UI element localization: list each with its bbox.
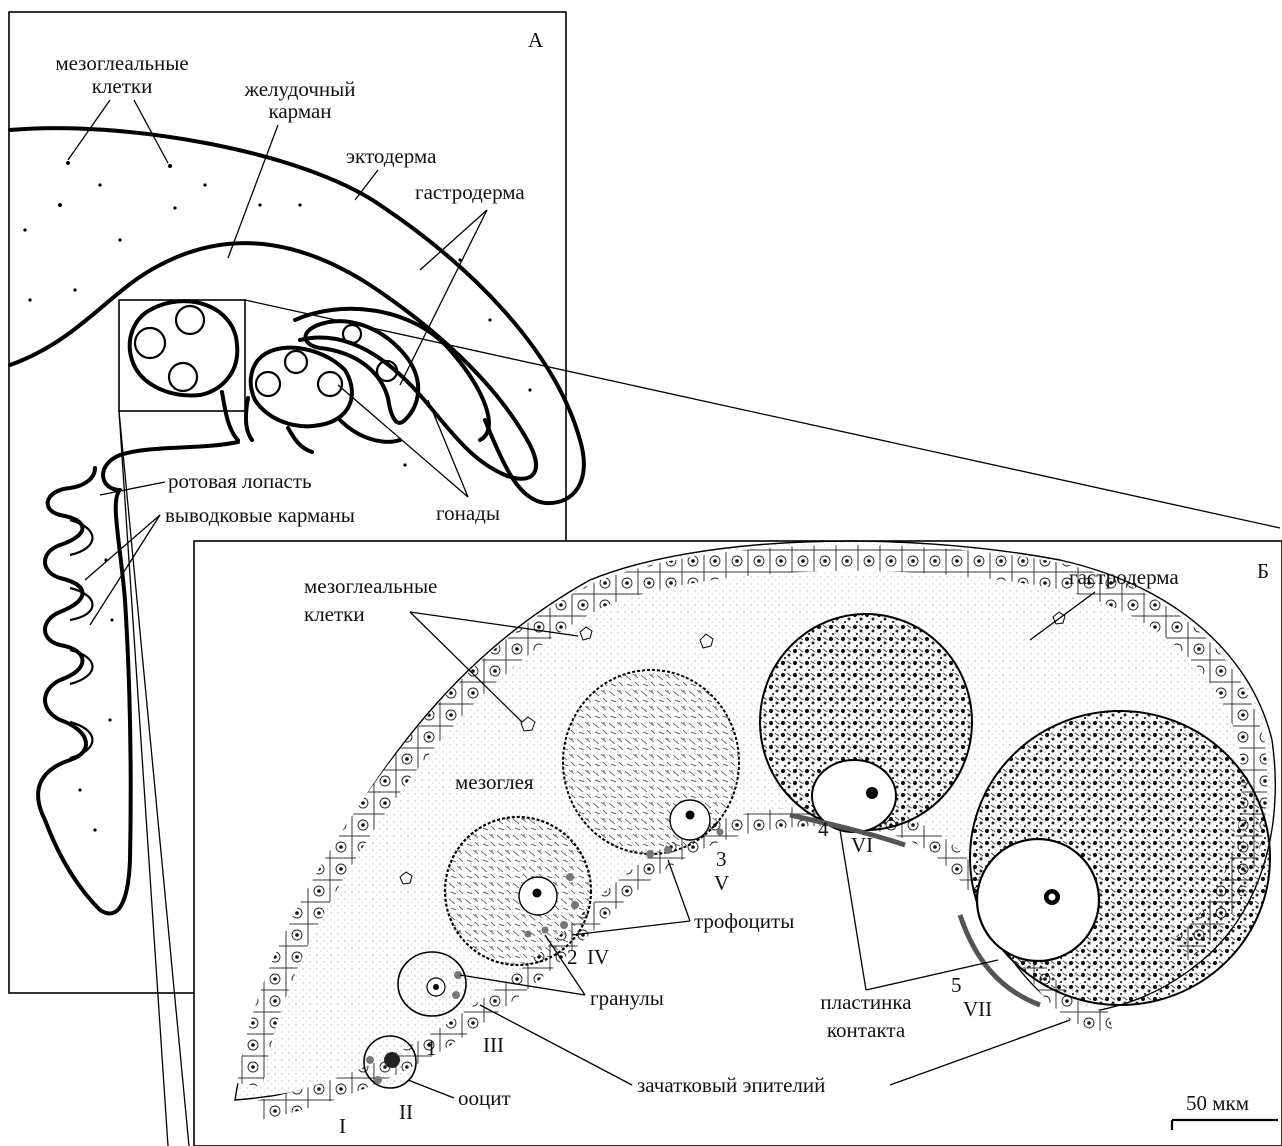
label-mesoglea-cells-b-2: клетки: [304, 602, 365, 626]
stage-number-4: 4: [818, 817, 829, 841]
label-oocyte: ооцит: [458, 1086, 511, 1110]
stage-roman-iii: III: [483, 1033, 504, 1057]
label-germ-epithelium: зачатковый эпителий: [637, 1073, 825, 1097]
label-granules: гранулы: [590, 986, 664, 1010]
label-gastric-pocket-1: желудочный: [244, 77, 356, 101]
label-gastric-pocket-2: карман: [268, 99, 331, 123]
label-mesoglea-cells-a-1: мезоглеальные: [55, 51, 188, 75]
stage-roman-i: I: [339, 1114, 346, 1138]
label-contact-plate-2: контакта: [827, 1018, 906, 1042]
label-mesoglea-cells-b-1: мезоглеальные: [304, 574, 437, 598]
stage-roman-vi: VI: [851, 833, 873, 857]
label-contact-plate-1: пластинка: [820, 990, 912, 1014]
stage-roman-iv: IV: [587, 945, 609, 969]
label-gastroderm-a: гастродерма: [415, 180, 525, 204]
label-ectoderm: эктодерма: [346, 144, 437, 168]
label-brood-pockets: выводковые карманы: [165, 503, 355, 527]
stage-roman-vii: VII: [963, 997, 992, 1021]
stage-number-2: 2: [567, 945, 578, 969]
panel-b: Б: [194, 541, 1282, 1146]
panel-a-letter: А: [528, 28, 544, 52]
scale-bar-label: 50 мкм: [1186, 1091, 1249, 1115]
oocyte-stage-iv: [445, 817, 591, 965]
oocyte-stage-v: [563, 670, 739, 854]
stage-number-1: 1: [426, 1036, 437, 1060]
stage-number-5: 5: [951, 973, 962, 997]
panel-b-letter: Б: [1257, 559, 1269, 583]
stage-roman-ii: II: [399, 1100, 413, 1124]
label-gonads: гонады: [436, 501, 500, 525]
stage-roman-v: V: [714, 871, 729, 895]
label-mesoglea-cells-a-2: клетки: [92, 74, 153, 98]
label-trophocytes: трофоциты: [694, 909, 794, 933]
label-gastroderm-b: гастродерма: [1069, 565, 1179, 589]
label-oral-lobe: ротовая лопасть: [168, 469, 312, 493]
label-mesoglea: мезоглея: [455, 770, 534, 794]
stage-number-3: 3: [716, 847, 727, 871]
